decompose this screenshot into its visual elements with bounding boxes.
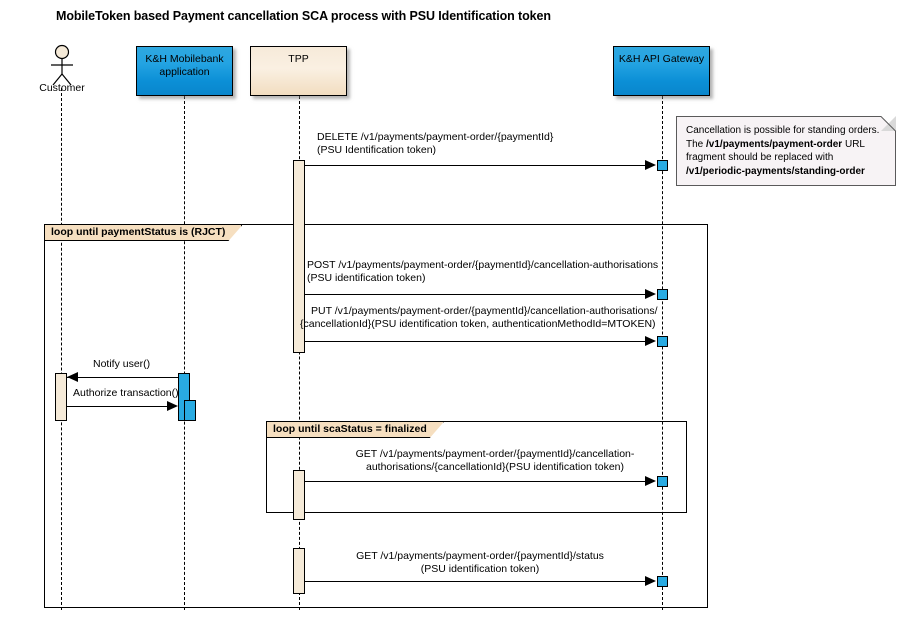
actor-stick-figure-icon <box>51 44 73 86</box>
message-arrowhead-get-cancellation-authorisation-status <box>645 476 656 486</box>
message-label-put-cancellation-authorisation-line2: {cancellationId}(PSU identification toke… <box>300 318 656 330</box>
participant-label-gateway: K&H API Gateway <box>618 53 705 65</box>
lifeline-mobilebank <box>184 96 185 610</box>
fragment-outer-loop <box>44 224 708 608</box>
message-endpoint-delete-payment-order <box>657 160 668 171</box>
activation-tpp-status <box>293 548 305 594</box>
participant-box-mobilebank[interactable]: K&H Mobilebank application <box>136 46 233 96</box>
message-label-delete-payment-order-line2: (PSU Identification token) <box>317 144 437 156</box>
message-endpoint-post-cancellation-authorisations <box>657 289 668 300</box>
message-line-notify-user <box>67 377 179 378</box>
message-line-get-payment-status <box>305 581 650 582</box>
message-label-notify-user: Notify user() <box>93 358 151 370</box>
message-endpoint-put-cancellation-authorisation <box>657 336 668 347</box>
message-arrowhead-put-cancellation-authorisation <box>645 336 656 346</box>
fragment-inner-loop <box>266 421 687 513</box>
message-arrowhead-authorize-transaction <box>167 401 178 411</box>
message-endpoint-get-cancellation-authorisation-status <box>657 476 668 487</box>
message-line-put-cancellation-authorisation <box>305 341 650 342</box>
note-standing-order: Cancellation is possible for standing or… <box>676 116 896 186</box>
message-label-delete-payment-order-line1: DELETE /v1/payments/payment-order/{payme… <box>317 131 554 143</box>
participant-box-tpp[interactable]: TPP <box>250 46 347 96</box>
message-arrowhead-get-payment-status <box>645 576 656 586</box>
participant-label-mobilebank: K&H Mobilebank application <box>145 53 224 78</box>
lifeline-customer <box>61 88 62 610</box>
fragment-inner-loop-label: loop until scaStatus = finalized <box>267 422 444 438</box>
message-label-authorize-transaction: Authorize transaction() <box>73 387 179 399</box>
note-fold-corner-icon <box>881 116 896 131</box>
note-line-2-prefix: The <box>686 138 707 150</box>
activation-tpp-inner-loop <box>293 470 305 520</box>
message-label-get-cancellation-authorisation-status-line2: authorisations/{cancellationId}(PSU iden… <box>366 461 624 473</box>
message-line-delete-payment-order <box>305 165 650 166</box>
activation-tpp-main <box>293 160 305 353</box>
actor-customer[interactable] <box>45 44 79 88</box>
message-endpoint-get-payment-status <box>657 576 668 587</box>
note-line-2-url: /v1/payments/payment-order <box>706 138 843 150</box>
message-arrowhead-notify-user <box>67 372 78 382</box>
note-line-2: The /v1/payments/payment-order URL <box>686 138 887 152</box>
note-line-4: /v1/periodic-payments/standing-order <box>686 165 865 177</box>
participant-label-tpp: TPP <box>288 53 309 65</box>
message-label-post-cancellation-authorisations-line1: POST /v1/payments/payment-order/{payment… <box>307 259 659 271</box>
message-line-get-cancellation-authorisation-status <box>305 481 650 482</box>
message-line-authorize-transaction <box>67 406 168 407</box>
participant-label-customer: Customer <box>39 82 85 94</box>
message-line-post-cancellation-authorisations <box>305 294 650 295</box>
message-label-put-cancellation-authorisation-line1: PUT /v1/payments/payment-order/{paymentI… <box>311 305 658 317</box>
message-label-post-cancellation-authorisations-line2: (PSU identification token) <box>307 272 426 284</box>
note-line-1: Cancellation is possible for standing or… <box>686 125 880 136</box>
participant-box-gateway[interactable]: K&H API Gateway <box>613 46 710 96</box>
note-line-2-suffix: URL <box>842 138 865 150</box>
activation-mobilebank-nested <box>184 400 196 421</box>
lifeline-tpp <box>299 96 300 610</box>
note-line-3: fragment should be replaced with <box>686 152 834 163</box>
lifeline-gateway <box>662 96 663 610</box>
activation-customer <box>55 373 67 421</box>
message-label-get-cancellation-authorisation-status-line1: GET /v1/payments/payment-order/{paymentI… <box>355 448 635 460</box>
fragment-outer-loop-label: loop until paymentStatus is (RJCT) <box>45 225 242 241</box>
page-title: MobileToken based Payment cancellation S… <box>56 9 551 23</box>
message-label-get-payment-status-line2: (PSU identification token) <box>420 563 540 575</box>
message-arrowhead-post-cancellation-authorisations <box>645 289 656 299</box>
message-label-get-payment-status-line1: GET /v1/payments/payment-order/{paymentI… <box>356 550 604 562</box>
message-arrowhead-delete-payment-order <box>645 160 656 170</box>
